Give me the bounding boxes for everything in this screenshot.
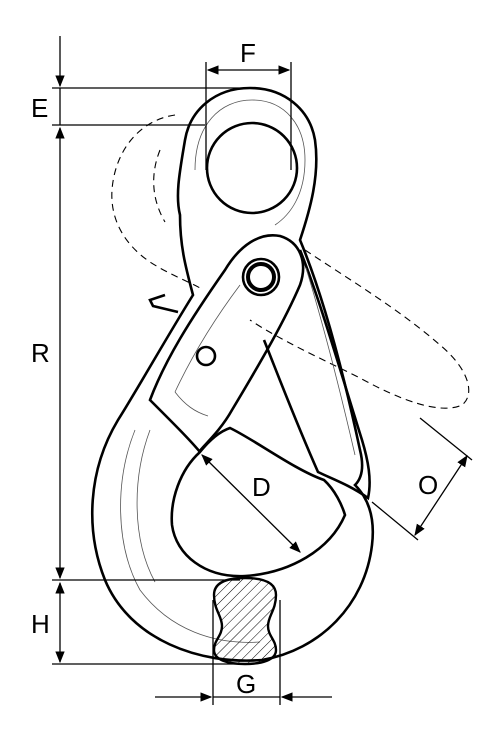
label-O: O [418,470,438,500]
latch [148,233,371,501]
hook-body [90,86,375,662]
label-R: R [31,338,50,368]
latch-open-outline [111,114,470,409]
label-H: H [31,609,50,639]
label-E: E [31,93,48,123]
bottom-section [212,576,278,666]
label-F: F [240,38,256,68]
label-G: G [236,669,256,699]
label-D: D [252,472,271,502]
dimension-lines [52,36,473,705]
